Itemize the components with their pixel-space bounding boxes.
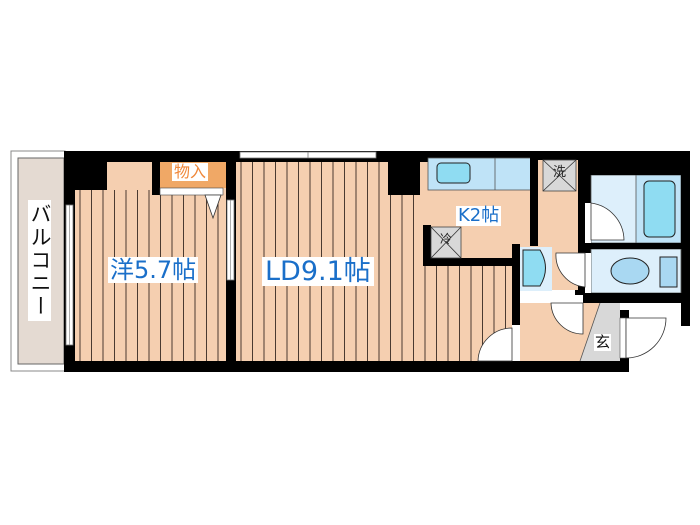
fridge-space-label: 冷 bbox=[440, 232, 453, 246]
wall bbox=[530, 151, 538, 251]
western-room-label: 洋5.7帖 bbox=[108, 256, 199, 284]
closet-label: 物入 bbox=[172, 162, 209, 181]
ld-window[interactable] bbox=[239, 151, 377, 159]
toilet-door[interactable] bbox=[555, 252, 591, 293]
entrance-label: 玄 bbox=[594, 333, 612, 351]
balcony-label: バルコニー bbox=[28, 200, 52, 321]
kitchen-label: K2帖 bbox=[456, 205, 502, 226]
sliding-door-western[interactable] bbox=[226, 199, 235, 281]
living-dining-label: LD9.1帖 bbox=[262, 257, 374, 286]
bathroom-door[interactable] bbox=[585, 202, 625, 243]
wall bbox=[512, 244, 520, 361]
washer-space-label: 洗 bbox=[553, 165, 567, 180]
balcony bbox=[10, 150, 66, 372]
kitchen bbox=[420, 157, 533, 266]
toilet-room bbox=[585, 243, 690, 303]
entrance-hall bbox=[477, 295, 620, 362]
balcony-window[interactable] bbox=[65, 204, 74, 346]
front-door[interactable] bbox=[619, 317, 667, 359]
